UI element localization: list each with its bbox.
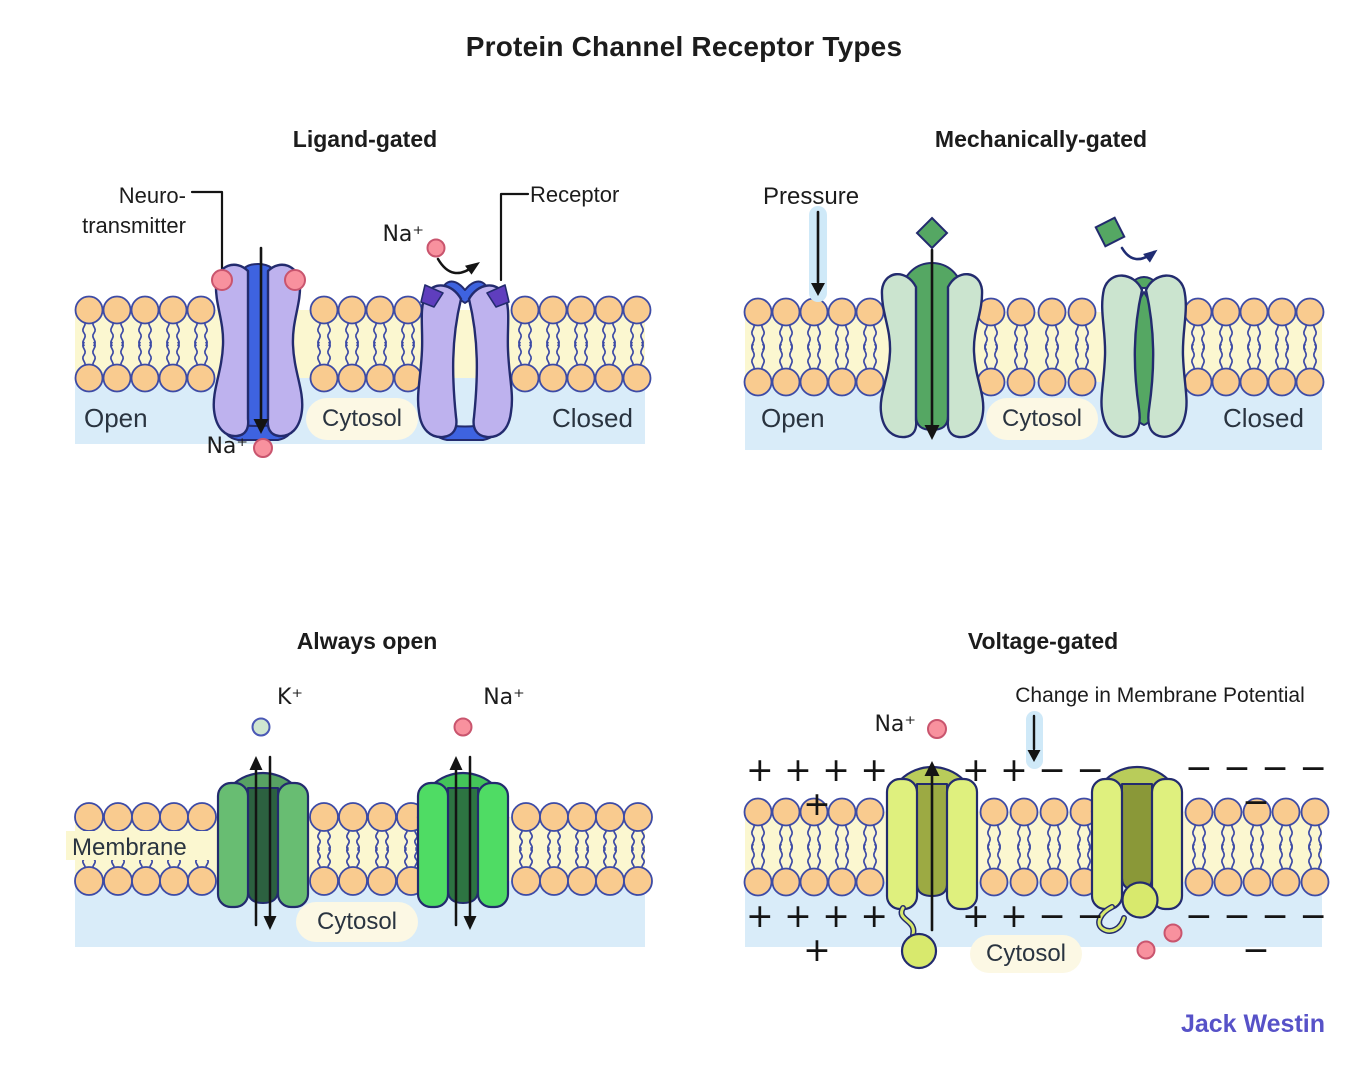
mech-cytosol-pill: Cytosol [986,398,1098,440]
charge-row-top-middle: + + − − [961,750,1105,789]
ligand-closed-label: Closed [552,403,633,433]
voltage-gated-graphic [743,711,1330,970]
voltage-panel-title: Voltage-gated [967,628,1119,654]
k-ion-label: K⁺ [276,685,304,710]
pressure-label: Pressure [763,183,860,210]
membrane-label: Membrane [72,834,187,861]
mech-closed-label: Closed [1223,403,1304,433]
ligand-cytosol-pill: Cytosol [306,398,418,440]
na-ion-label-voltage: Na⁺ [874,712,916,737]
always-open-graphic [66,717,653,947]
neurotransmitter-label: Neuro- transmitter [40,181,186,241]
neurotransmitter-label-line2: transmitter [82,213,186,238]
charge-row-bottom-middle: + + − − [961,896,1105,935]
page-title: Protein Channel Receptor Types [465,31,903,62]
charge-row-top-right: − − − − − [1184,748,1328,821]
receptor-label: Receptor [530,182,620,207]
voltage-cytosol-pill: Cytosol [970,935,1082,973]
neurotransmitter-label-line1: Neuro- [118,183,186,208]
mech-panel-title: Mechanically-gated [934,126,1148,152]
ligand-panel-title: Ligand-gated [292,126,438,152]
charge-row-top-left: + + + + + [745,750,889,823]
mechanically-gated-graphic [743,206,1325,450]
always-panel-title: Always open [296,628,438,654]
charge-row-bottom-right: − − − − − [1184,896,1328,969]
membrane-potential-label: Change in Membrane Potential [1015,684,1305,707]
na-ion-label-ligand-bottom: Na⁺ [206,434,248,459]
always-cytosol-pill: Cytosol [296,902,418,942]
mech-open-label: Open [761,403,825,433]
na-ion-label-ligand-top: Na⁺ [382,222,424,247]
brand-logo-text: Jack Westin [1180,1010,1325,1038]
ligand-open-label: Open [84,403,148,433]
na-ion-label-always: Na⁺ [483,685,525,710]
charge-row-bottom-left: + + + + + [745,896,889,969]
